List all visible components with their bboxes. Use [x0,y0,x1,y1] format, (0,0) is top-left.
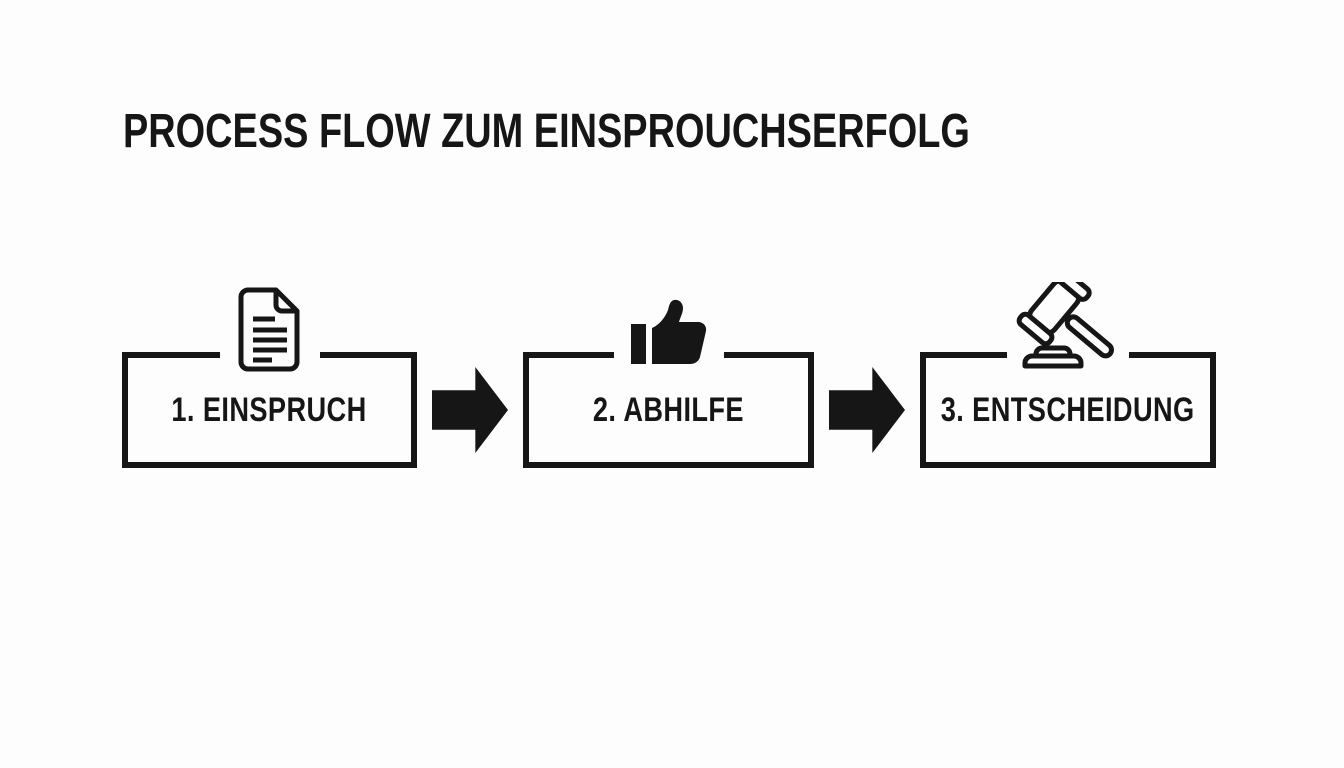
arrow-right-icon [432,367,508,453]
gavel-icon [1007,282,1129,371]
step-box-entscheidung: 3. ENTSCHEIDUNG [920,282,1216,468]
thumbs-up-icon [613,296,724,366]
step-label-abhilfe: 2. ABHILFE [592,390,745,429]
flow-row: 1. EINSPRUCH 2. ABHILFE [122,282,1216,468]
arrow-right-icon [829,367,905,453]
step-label-einspruch: 1. EINSPRUCH [171,390,368,429]
document-icon [219,286,320,372]
step-box-abhilfe: 2. ABHILFE [523,296,814,468]
page-title: PROCESS FLOW ZUM EINSPROUCHSERFOLG [123,105,970,158]
step-label-entscheidung: 3. ENTSCHEIDUNG [941,390,1195,429]
step-box-einspruch: 1. EINSPRUCH [122,286,417,468]
